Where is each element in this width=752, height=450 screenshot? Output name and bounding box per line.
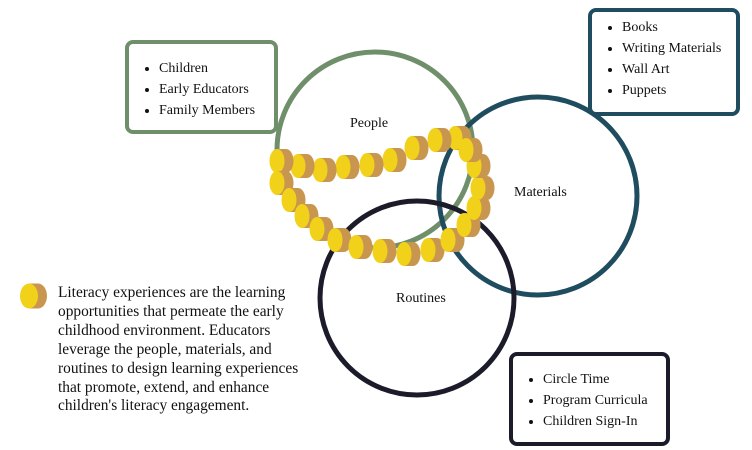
routines-label: Routines bbox=[396, 291, 446, 306]
bead bbox=[466, 196, 491, 220]
bead bbox=[348, 235, 373, 259]
bead bbox=[269, 171, 294, 195]
bead bbox=[420, 238, 445, 262]
bead bbox=[335, 155, 360, 179]
people-label: People bbox=[350, 116, 389, 131]
list-item: Circle Time bbox=[543, 369, 660, 390]
list-item: Puppets bbox=[622, 80, 730, 101]
list-item: Writing Materials bbox=[622, 38, 730, 59]
bead bbox=[470, 176, 495, 200]
bead bbox=[372, 239, 397, 263]
list-item: Family Members bbox=[159, 100, 268, 121]
bead bbox=[396, 242, 421, 266]
list-item: Wall Art bbox=[622, 59, 730, 80]
bead bbox=[269, 149, 294, 173]
routines-examples-box: Circle Time Program Curricula Children S… bbox=[509, 352, 670, 446]
bead bbox=[327, 228, 352, 252]
materials-circle bbox=[436, 94, 640, 298]
people-examples-box: Children Early Educators Family Members bbox=[125, 40, 278, 134]
bead bbox=[359, 153, 384, 177]
list-item: Children Sign-In bbox=[543, 411, 660, 432]
list-item: Early Educators bbox=[159, 79, 268, 100]
bead bbox=[312, 158, 337, 182]
list-item: Books bbox=[622, 17, 730, 38]
list-item: Children bbox=[159, 58, 268, 79]
bead bbox=[382, 148, 407, 172]
bead bbox=[290, 154, 315, 178]
legend-description: Literacy experiences are the learning op… bbox=[58, 284, 299, 415]
bead bbox=[404, 136, 429, 160]
bead bbox=[427, 128, 452, 152]
materials-label: Materials bbox=[514, 185, 567, 200]
list-item: Program Curricula bbox=[543, 390, 660, 411]
bead bbox=[458, 138, 483, 162]
routines-circle bbox=[317, 198, 517, 398]
bead-chain bbox=[269, 126, 495, 266]
bead-icon bbox=[20, 283, 47, 309]
materials-examples-box: Books Writing Materials Wall Art Puppets bbox=[588, 8, 740, 116]
